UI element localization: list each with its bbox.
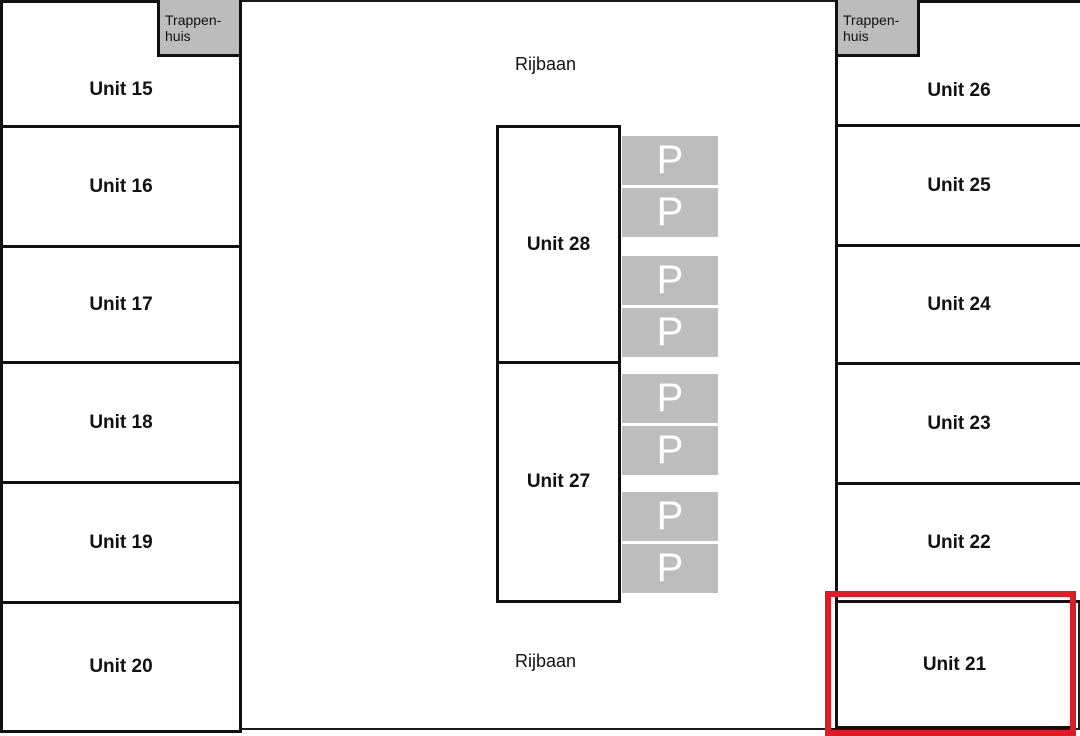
- unit-label: Unit 16: [89, 175, 153, 197]
- unit-label: Unit 27: [526, 471, 591, 492]
- stairwell-label: Trappen-: [165, 12, 222, 28]
- unit-label: Unit 17: [89, 293, 153, 315]
- stairwell-label: huis: [843, 28, 869, 44]
- unit-26[interactable]: Unit 26: [835, 54, 1080, 127]
- unit-label: Unit 21: [922, 653, 987, 675]
- parking-label: P: [656, 258, 684, 302]
- parking-space: P: [622, 308, 718, 357]
- parking-label: P: [656, 376, 684, 420]
- parking-label: P: [656, 494, 684, 538]
- unit-21-highlight: [825, 591, 1076, 736]
- stairwell-left: Trappen-huis: [157, 0, 242, 57]
- road-label-top: Rijbaan: [515, 54, 577, 74]
- unit-label: Unit 26: [927, 79, 991, 101]
- unit-label: Unit 24: [927, 293, 991, 315]
- unit-label: Unit 15: [89, 78, 153, 100]
- parking-label: P: [656, 190, 684, 234]
- parking-space: P: [622, 544, 718, 593]
- unit-label: Unit 25: [927, 174, 991, 196]
- parking-space: P: [622, 188, 718, 237]
- unit-25[interactable]: Unit 25: [835, 124, 1080, 247]
- parking-space: P: [622, 492, 718, 541]
- parking-label: P: [656, 310, 684, 354]
- unit-label: Unit 19: [89, 531, 153, 553]
- stairwell-right: Trappen-huis: [835, 0, 920, 57]
- unit-18[interactable]: Unit 18: [0, 361, 242, 484]
- road-label-bottom: Rijbaan: [515, 651, 577, 671]
- parking-label: P: [656, 428, 684, 472]
- unit-17[interactable]: Unit 17: [0, 245, 242, 364]
- unit-28[interactable]: Unit 28: [496, 125, 621, 364]
- stairwell-label: huis: [165, 28, 191, 44]
- parking-label: P: [656, 138, 684, 182]
- unit-21[interactable]: Unit 21: [835, 600, 1074, 729]
- parking-space: P: [622, 374, 718, 423]
- unit-15[interactable]: Unit 15: [0, 54, 242, 128]
- unit-22[interactable]: Unit 22: [835, 482, 1080, 603]
- unit-label: Unit 28: [526, 233, 591, 255]
- unit-24[interactable]: Unit 24: [835, 244, 1080, 365]
- parking-space: P: [622, 256, 718, 305]
- unit-27[interactable]: Unit 27: [496, 361, 621, 603]
- unit-label: Unit 22: [927, 531, 991, 553]
- unit-23[interactable]: Unit 23: [835, 362, 1080, 485]
- parking-space: P: [622, 426, 718, 475]
- stairwell-label: Trappen-: [843, 12, 900, 28]
- parking-space: P: [622, 136, 718, 185]
- unit-label: Unit 23: [927, 412, 991, 434]
- unit-20[interactable]: Unit 20: [0, 601, 242, 733]
- unit-19[interactable]: Unit 19: [0, 481, 242, 604]
- unit-label: Unit 20: [89, 656, 153, 677]
- unit-16[interactable]: Unit 16: [0, 125, 242, 248]
- parking-label: P: [656, 546, 684, 590]
- unit-label: Unit 18: [89, 411, 153, 433]
